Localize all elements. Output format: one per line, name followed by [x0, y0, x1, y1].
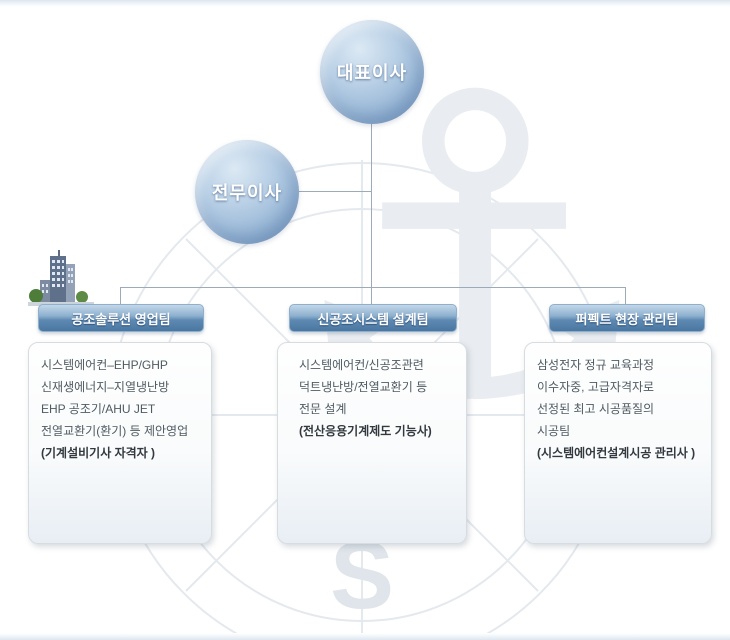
building-icon [28, 250, 94, 306]
top-edge-strip [0, 0, 730, 7]
team-card-line: 시스템에어컨/신공조관련 [299, 358, 424, 372]
team-card-line: 이수자중, 고급자격자로 [537, 380, 655, 394]
team-label-sales: 공조솔루션 영업팀 [38, 304, 204, 332]
team-card-design: 시스템에어컨/신공조관련 덕트냉난방/전열교환기 등 전문 설계 (전산응용기계… [277, 342, 467, 544]
connector-stub-right-team [625, 287, 626, 305]
executive-node: 전무이사 [195, 140, 299, 244]
team-card-line: 덕트냉난방/전열교환기 등 [299, 380, 428, 394]
team-card-qualification: (시스템에어컨설계시공 관리사 ) [537, 446, 696, 460]
connector-stub-left-team [120, 287, 121, 305]
team-card-line: 시스템에어컨–EHP/GHP [41, 358, 168, 372]
ceo-node: 대표이사 [320, 20, 424, 124]
team-card-qualification: (전산응용기계제도 기능사) [299, 424, 432, 438]
connector-line-ceo-vertical [371, 122, 372, 288]
team-card-qualification: (기계설비기사 자격자 ) [41, 446, 156, 460]
team-card-line: 삼성전자 정규 교육과정 [537, 358, 655, 372]
team-card-line: 선정된 최고 시공품질의 [537, 402, 655, 416]
team-card-line: 전문 설계 [299, 402, 347, 416]
team-card-site-management: 삼성전자 정규 교육과정 이수자중, 고급자격자로 선정된 최고 시공품질의 시… [524, 342, 712, 544]
team-card-line: EHP 공조기/AHU JET [41, 402, 156, 416]
team-card-line: 신재생에너지–지열냉난방 [41, 380, 170, 394]
team-card-sales: 시스템에어컨–EHP/GHP 신재생에너지–지열냉난방 EHP 공조기/AHU … [28, 342, 212, 544]
team-label-design: 신공조시스템 설계팀 [289, 304, 457, 332]
connector-stub-center-team [371, 287, 372, 305]
team-card-line: 전열교환기(환기) 등 제안영업 [41, 424, 189, 438]
connector-line-teams-horizontal [120, 287, 626, 288]
team-label-site-management: 퍼펙트 현장 관리팀 [549, 304, 705, 332]
connector-line-executive [299, 191, 372, 192]
bottom-edge-strip [0, 633, 730, 640]
team-card-line: 시공팀 [537, 424, 571, 438]
